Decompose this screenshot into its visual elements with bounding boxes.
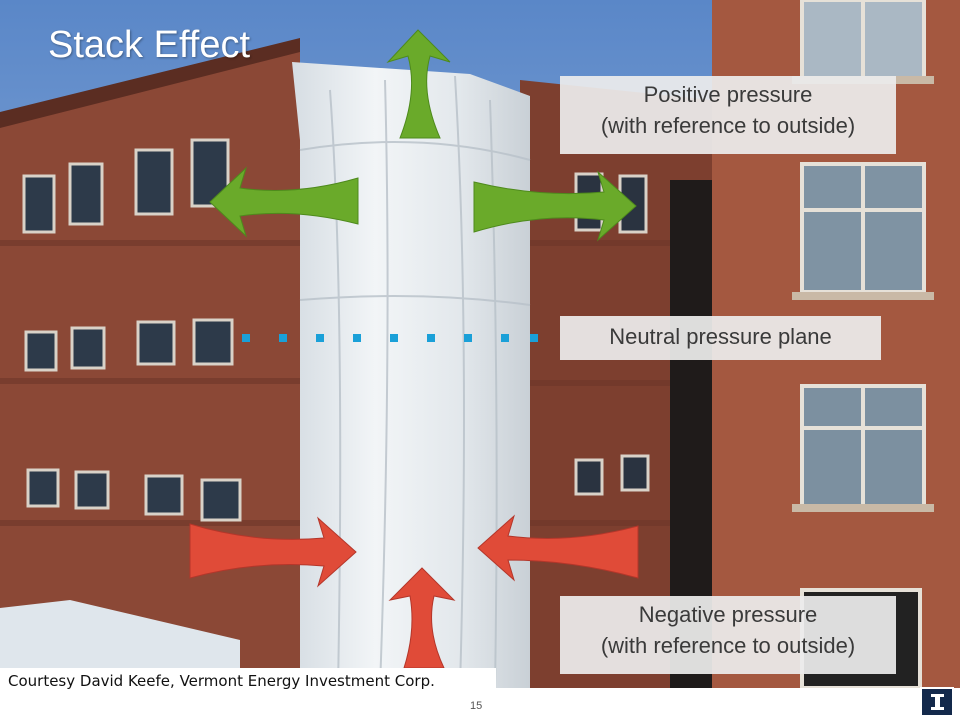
positive-pressure-label: Positive pressure (with reference to out…: [560, 76, 896, 154]
neutral-pressure-label: Neutral pressure plane: [560, 316, 881, 360]
block-i-icon: [931, 694, 944, 710]
arrow-outward-left-icon: [209, 166, 359, 238]
university-logo-icon: [920, 687, 954, 717]
neutral-pressure-plane-line: [242, 334, 538, 342]
roof-cornice: [0, 38, 300, 128]
floor-bands: [0, 240, 670, 526]
page-number: 15: [470, 700, 483, 712]
arrow-inward-right-icon: [477, 514, 639, 582]
negative-pressure-line2: (with reference to outside): [600, 633, 856, 658]
slide-title: Stack Effect: [48, 24, 251, 66]
positive-pressure-line1: Positive pressure: [643, 82, 813, 107]
left-building-windows: [22, 138, 242, 522]
snow-roof: [0, 600, 240, 668]
arrow-outward-up-icon: [386, 29, 451, 139]
photo-credit: Courtesy David Keefe, Vermont Energy Inv…: [0, 668, 496, 694]
negative-pressure-label: Negative pressure (with reference to out…: [560, 596, 896, 674]
positive-pressure-line2: (with reference to outside): [600, 113, 856, 138]
wrap-folds: [299, 75, 531, 688]
negative-pressure-line1: Negative pressure: [638, 602, 818, 627]
arrow-outward-right-icon: [473, 170, 637, 242]
arrow-inward-left-icon: [189, 516, 357, 588]
neutral-pressure-text: Neutral pressure plane: [609, 324, 832, 349]
